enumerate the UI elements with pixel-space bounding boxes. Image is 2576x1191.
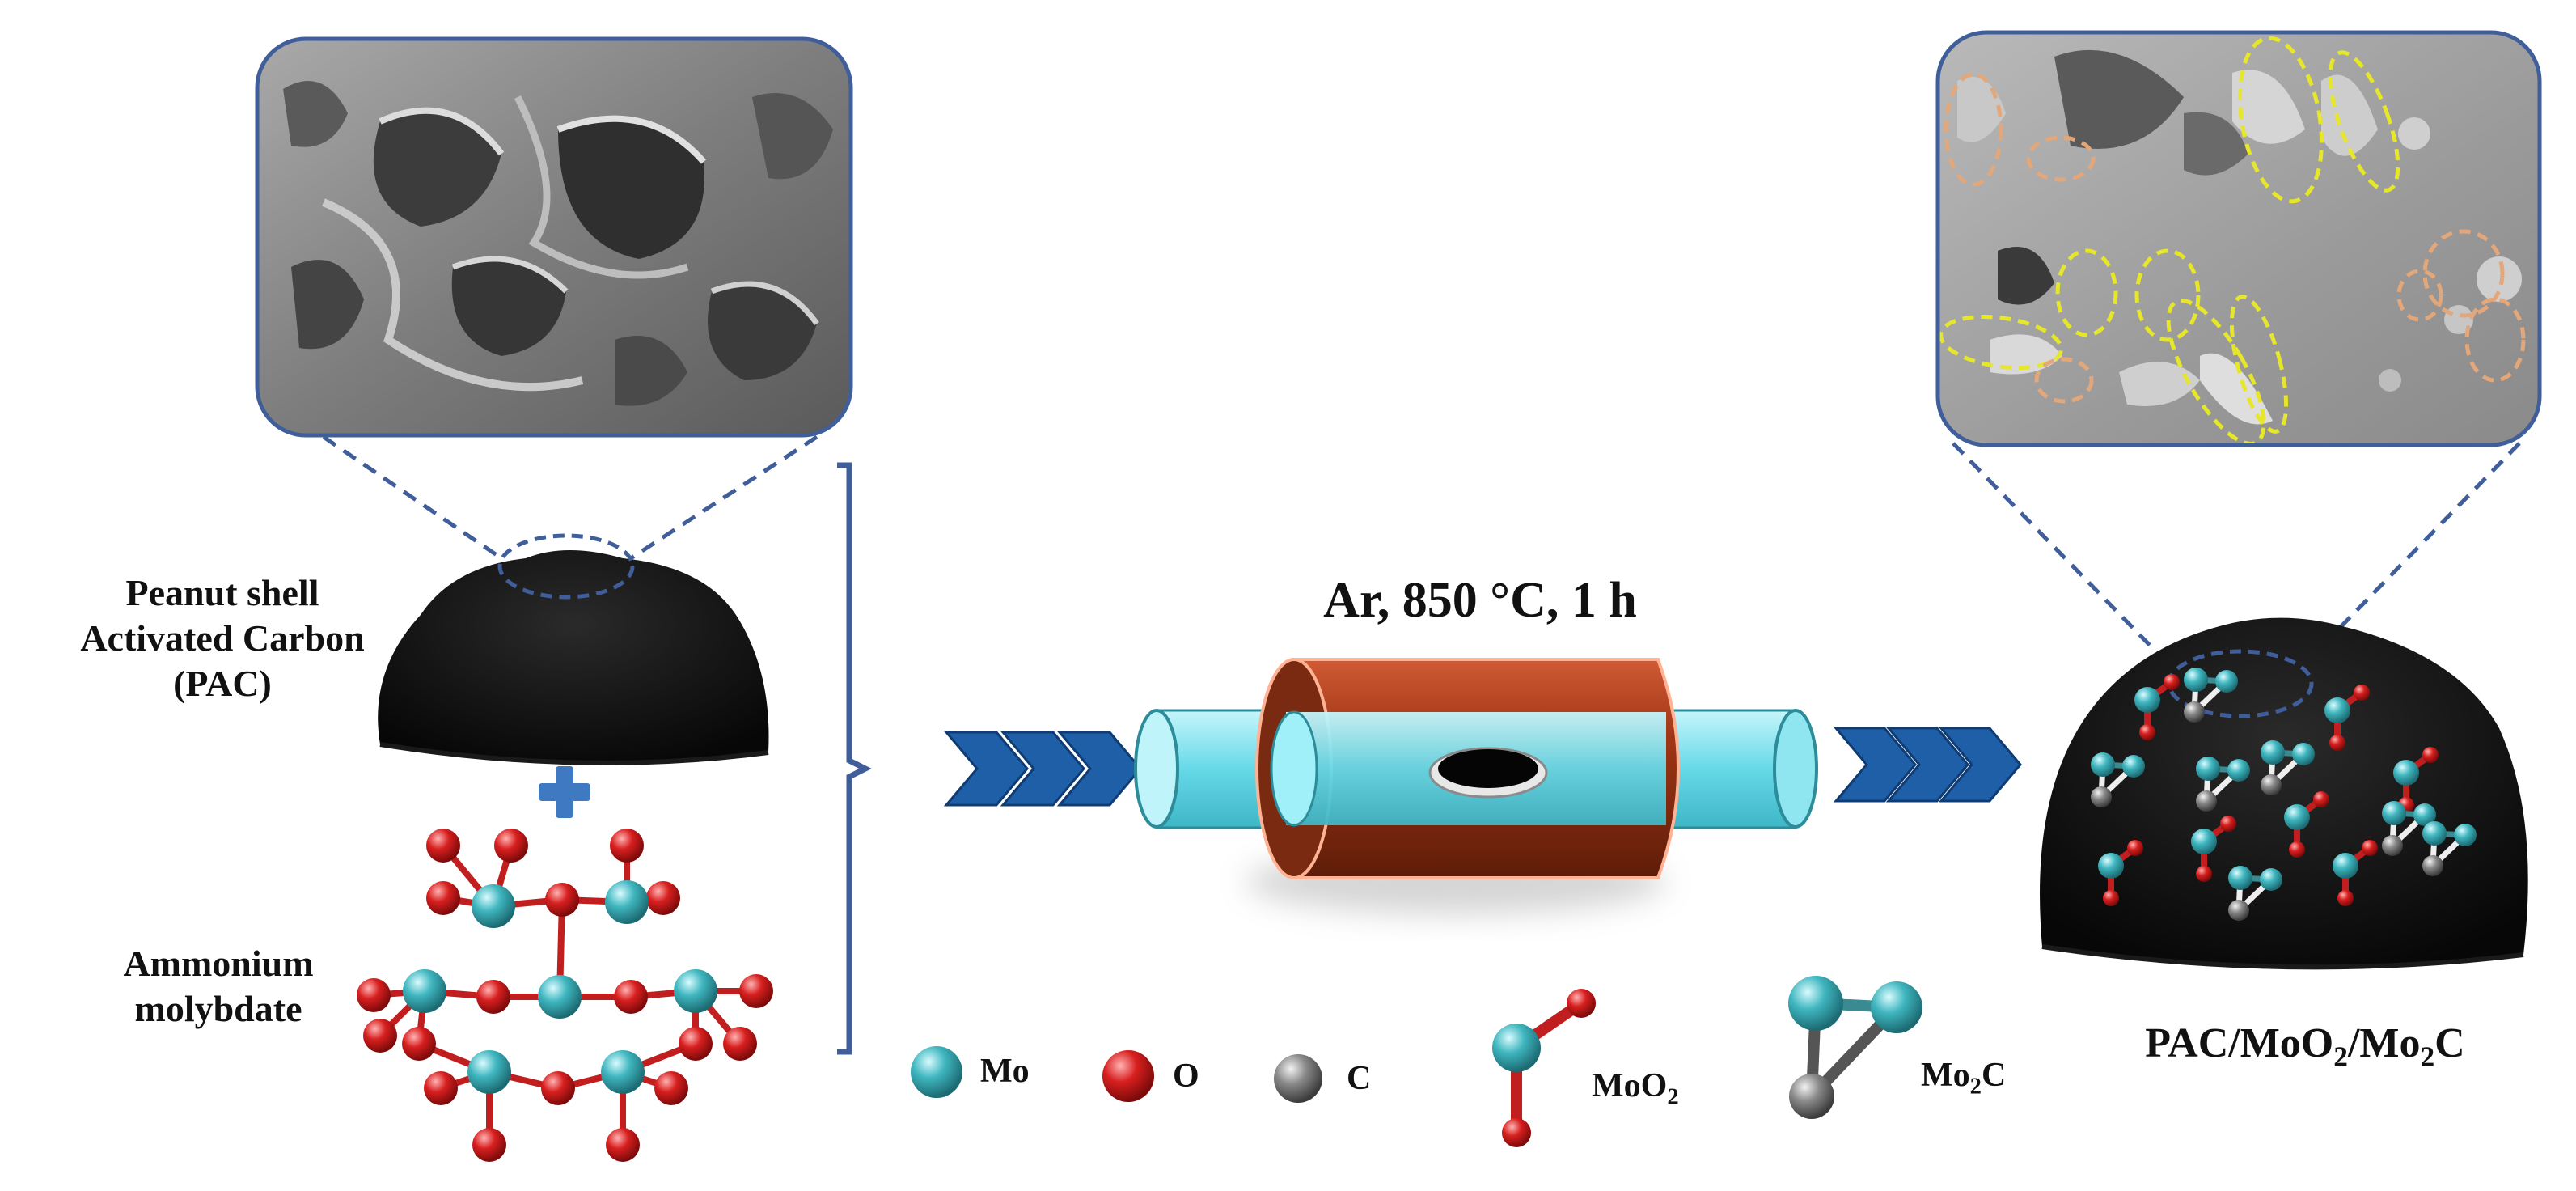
o-atom <box>739 974 773 1008</box>
moo2-molecule <box>2324 685 2370 751</box>
moo2-molecule <box>2134 674 2180 740</box>
mo2c-molecule <box>2184 668 2238 723</box>
product-label-sub1: 2 <box>2333 1040 2348 1073</box>
o-atom <box>494 829 528 863</box>
o-atom <box>363 1019 397 1053</box>
pile-molecules <box>2091 668 2477 921</box>
moo2-molecule <box>2191 816 2236 882</box>
legend-mo2c-tail: C <box>1981 1057 2007 1094</box>
legend-moo2-icon <box>1492 989 1596 1147</box>
tube-furnace-icon <box>1134 658 1818 914</box>
product-label-mid: /Mo <box>2347 1020 2421 1066</box>
mo-atom <box>605 880 649 924</box>
legend-mo-label: Mo <box>980 1053 1030 1090</box>
moo2-molecule <box>2333 840 2378 906</box>
o-atom <box>679 1027 713 1061</box>
plus-icon <box>539 766 590 818</box>
ammonium-molybdate-label: Ammonium molybdate <box>81 941 356 1032</box>
mo-atom <box>674 969 717 1013</box>
legend-moo2-sub: 2 <box>1667 1084 1679 1110</box>
product-label-pre: PAC/MoO <box>2145 1020 2334 1066</box>
legend-mo-atom <box>911 1046 962 1098</box>
reaction-conditions: Ar, 850 °C, 1 h <box>1323 573 1637 628</box>
pac-label-line2: Activated Carbon <box>80 617 365 659</box>
o-atom <box>424 1071 458 1105</box>
pac-label-line3: (PAC) <box>173 663 272 705</box>
bracket <box>837 462 872 1055</box>
o-atom <box>723 1027 757 1061</box>
mo2c-molecule <box>2261 740 2315 795</box>
pac-label: Peanut shell Activated Carbon (PAC) <box>32 570 412 706</box>
o-atom <box>610 829 644 863</box>
o-atom <box>654 1071 688 1105</box>
product-label-post: C <box>2434 1020 2465 1066</box>
am-label-line1: Ammonium <box>123 943 314 984</box>
mo-atom <box>538 975 582 1019</box>
legend-mo2c-icon <box>1788 976 1922 1119</box>
product-label-sub2: 2 <box>2420 1040 2435 1073</box>
o-atom <box>472 1128 506 1162</box>
legend-mo2c-base: Mo <box>1921 1057 1970 1094</box>
legend-mo2c-sub: 2 <box>1969 1074 1982 1100</box>
o-atom <box>614 980 648 1014</box>
product-powder-pile <box>2040 617 2528 970</box>
mo-atom <box>467 1050 511 1094</box>
pac-powder-pile <box>378 533 769 765</box>
o-atom <box>402 1027 436 1061</box>
legend-moo2-label: MoO2 <box>1592 1066 1679 1110</box>
o-atom <box>476 980 510 1014</box>
sem-image-pac <box>255 36 853 438</box>
mo2c-molecule <box>2382 801 2436 856</box>
legend <box>911 976 1922 1147</box>
o-atom <box>545 883 579 917</box>
o-atom <box>426 881 460 915</box>
molecule-atoms <box>357 829 773 1162</box>
legend-moo2-base: MoO <box>1592 1067 1668 1104</box>
legend-mo2c-label: Mo2C <box>1921 1056 2006 1100</box>
legend-c-atom <box>1274 1054 1322 1103</box>
o-atom <box>646 881 680 915</box>
chevron-arrow-icon <box>943 731 1142 807</box>
product-label: PAC/MoO2/Mo2C <box>2071 1018 2540 1074</box>
o-atom <box>426 829 460 863</box>
pac-label-line1: Peanut shell <box>125 572 319 613</box>
legend-o-atom <box>1102 1050 1154 1102</box>
molecule-icon <box>357 829 773 1162</box>
mo-atom <box>601 1050 645 1094</box>
legend-c-label: C <box>1347 1060 1372 1097</box>
am-label-line2: molybdate <box>134 988 302 1030</box>
mo2c-molecule <box>2196 757 2250 812</box>
chevron-arrow-icon-2 <box>1833 727 2022 803</box>
mo-atom <box>472 884 515 928</box>
legend-o-label: O <box>1173 1057 1199 1095</box>
mo-atom <box>403 969 446 1013</box>
mo2c-molecule <box>2228 866 2282 921</box>
mo2c-molecule <box>2091 752 2145 807</box>
o-atom <box>606 1128 640 1162</box>
moo2-molecule <box>2284 791 2329 858</box>
moo2-molecule <box>2098 840 2143 906</box>
o-atom <box>541 1071 575 1105</box>
sem-image-product <box>1935 30 2542 447</box>
o-atom <box>357 978 391 1012</box>
mo2c-molecule <box>2422 821 2477 876</box>
